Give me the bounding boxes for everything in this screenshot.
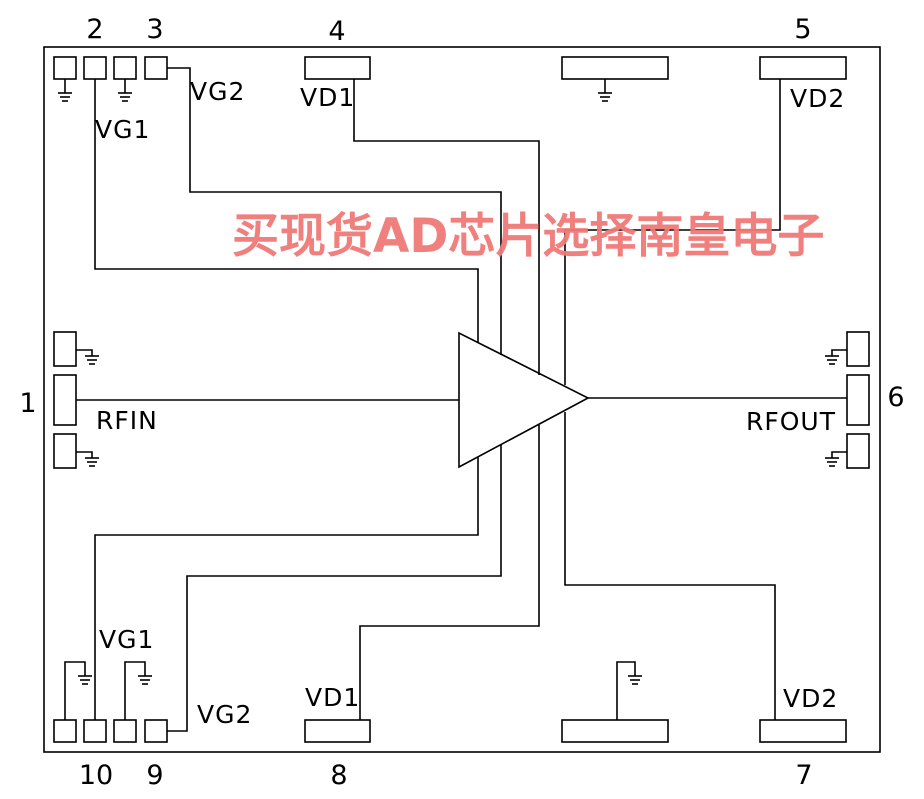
label-vd2-bottom: VD2: [783, 684, 838, 713]
pin-number-3: 3: [146, 14, 163, 45]
ground-icon: [598, 79, 612, 102]
ground-icon: [76, 451, 99, 467]
bottom-gnd-pad-wide: [561, 719, 669, 743]
vd1-bottom-trace: [359, 425, 540, 720]
left-gnd-pad-upper: [53, 331, 77, 367]
pad-vg1-bottom: [83, 719, 107, 743]
bottom-gnd-pad-mid: [113, 719, 137, 743]
pad-vd1-top: [304, 56, 371, 80]
pad-vd2-top: [759, 56, 847, 80]
pin-number-7: 7: [795, 760, 812, 791]
ground-icon: [118, 79, 132, 102]
left-gnd-pad-lower: [53, 433, 77, 469]
vg1-bottom-trace: [94, 457, 479, 720]
label-vd1-top: VD1: [300, 83, 355, 112]
pin-number-9: 9: [146, 760, 163, 791]
pad-vg2-top: [144, 56, 168, 80]
vd1-top-trace: [353, 79, 540, 375]
pad-rfout: [846, 374, 870, 426]
vd2-top-trace: [564, 79, 781, 385]
pin-number-4: 4: [328, 16, 345, 47]
top-gnd-pad-wide: [561, 56, 669, 80]
pin-number-2: 2: [86, 14, 103, 45]
label-vg1-top: VG1: [95, 115, 150, 144]
label-vg2-bottom: VG2: [197, 700, 252, 729]
label-rfout: RFOUT: [746, 407, 836, 436]
ground-icon: [76, 349, 99, 365]
vg2-top-trace: [167, 67, 502, 355]
pad-vg1-top: [83, 56, 107, 80]
vd2-bottom-trace: [564, 412, 776, 720]
label-rfin: RFIN: [96, 406, 158, 435]
bottom-gnd-pad-left: [53, 719, 77, 743]
right-gnd-pad-upper: [846, 331, 870, 367]
ground-icon: [825, 349, 847, 365]
pin-number-1: 1: [19, 388, 36, 419]
amplifier-triangle-icon: [458, 331, 590, 469]
label-vd2-top: VD2: [790, 84, 845, 113]
bottom-pad-row: [53, 719, 847, 743]
ground-icon: [64, 661, 92, 720]
pad-vd2-bottom: [759, 719, 847, 743]
vg2-bottom-trace: [167, 445, 502, 732]
package-outline: [43, 46, 881, 753]
label-vg1-bottom: VG1: [99, 625, 154, 654]
top-gnd-pad-left: [53, 56, 77, 80]
ground-icon: [58, 79, 72, 102]
label-vd1-bottom: VD1: [305, 683, 360, 712]
ground-icon: [825, 451, 847, 467]
pad-vg2-bottom: [144, 719, 168, 743]
left-pad-column: [53, 331, 77, 469]
label-vg2-top: VG2: [190, 77, 245, 106]
watermark-text: 买现货AD芯片选择南皇电子: [232, 209, 824, 264]
pin-number-10: 10: [79, 760, 113, 791]
vg1-top-trace: [94, 79, 479, 343]
top-gnd-pad-mid: [113, 56, 137, 80]
pin-number-5: 5: [794, 14, 811, 45]
pad-vd1-bottom: [304, 719, 371, 743]
right-pad-column: [846, 331, 870, 469]
pad-rfin: [53, 374, 77, 426]
pin-number-6: 6: [887, 382, 904, 413]
right-gnd-pad-lower: [846, 433, 870, 469]
pin-number-8: 8: [330, 760, 347, 791]
ground-icon: [616, 661, 642, 720]
ground-icon: [124, 661, 152, 720]
